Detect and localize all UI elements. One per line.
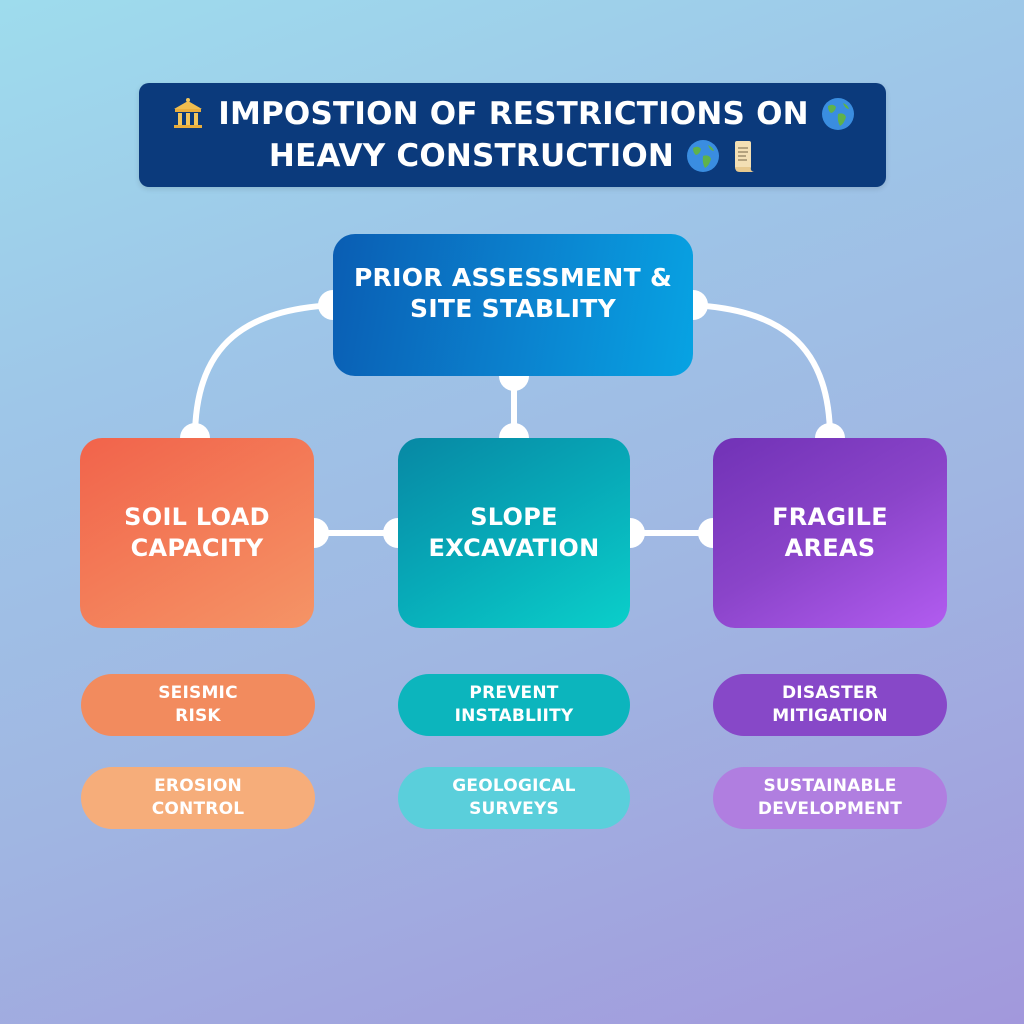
category-label: SOIL LOAD CAPACITY — [124, 503, 270, 562]
category-box-fragile-areas: FRAGILE AREAS — [713, 438, 947, 628]
pill-sustainable-development: SUSTAINABLE DEVELOPMENT — [713, 767, 947, 829]
title-text-line-2: HEAVY CONSTRUCTION — [268, 138, 675, 174]
central-node-label: PRIOR ASSESSMENT & SITE STABLITY — [353, 263, 673, 323]
pill-geological-surveys: GEOLOGICAL SURVEYS — [398, 767, 630, 829]
central-node-prior-assessment: PRIOR ASSESSMENT & SITE STABLITY — [333, 234, 693, 376]
pill-disaster-mitigation: DISASTER MITIGATION — [713, 674, 947, 736]
pill-label: EROSION CONTROL — [151, 776, 245, 819]
pill-prevent-instability: PREVENT INSTABLIITY — [398, 674, 630, 736]
category-box-slope-excavation: SLOPE EXCAVATION — [398, 438, 630, 628]
title-text-line-1: IMPOSTION OF RESTRICTIONS ON — [218, 96, 809, 132]
pill-label: GEOLOGICAL SURVEYS — [452, 776, 576, 819]
scroll-icon — [732, 138, 756, 174]
title-line-1: IMPOSTION OF RESTRICTIONS ON — [170, 93, 855, 135]
pill-label: DISASTER MITIGATION — [772, 683, 888, 726]
pill-label: PREVENT INSTABLIITY — [454, 683, 574, 726]
pill-seismic-risk: SEISMIC RISK — [81, 674, 315, 736]
category-label: FRAGILE AREAS — [772, 503, 888, 562]
pill-label: SUSTAINABLE DEVELOPMENT — [757, 776, 903, 819]
pill-label: SEISMIC RISK — [158, 683, 238, 726]
title-line-2: HEAVY CONSTRUCTION — [269, 135, 756, 177]
globe-icon — [686, 139, 720, 173]
title-banner: IMPOSTION OF RESTRICTIONS ON HEAVY CONST… — [139, 83, 886, 187]
classical-building-icon — [170, 96, 206, 132]
pill-erosion-control: EROSION CONTROL — [81, 767, 315, 829]
category-label: SLOPE EXCAVATION — [428, 503, 600, 562]
category-box-soil-load-capacity: SOIL LOAD CAPACITY — [80, 438, 314, 628]
globe-icon — [821, 97, 855, 131]
